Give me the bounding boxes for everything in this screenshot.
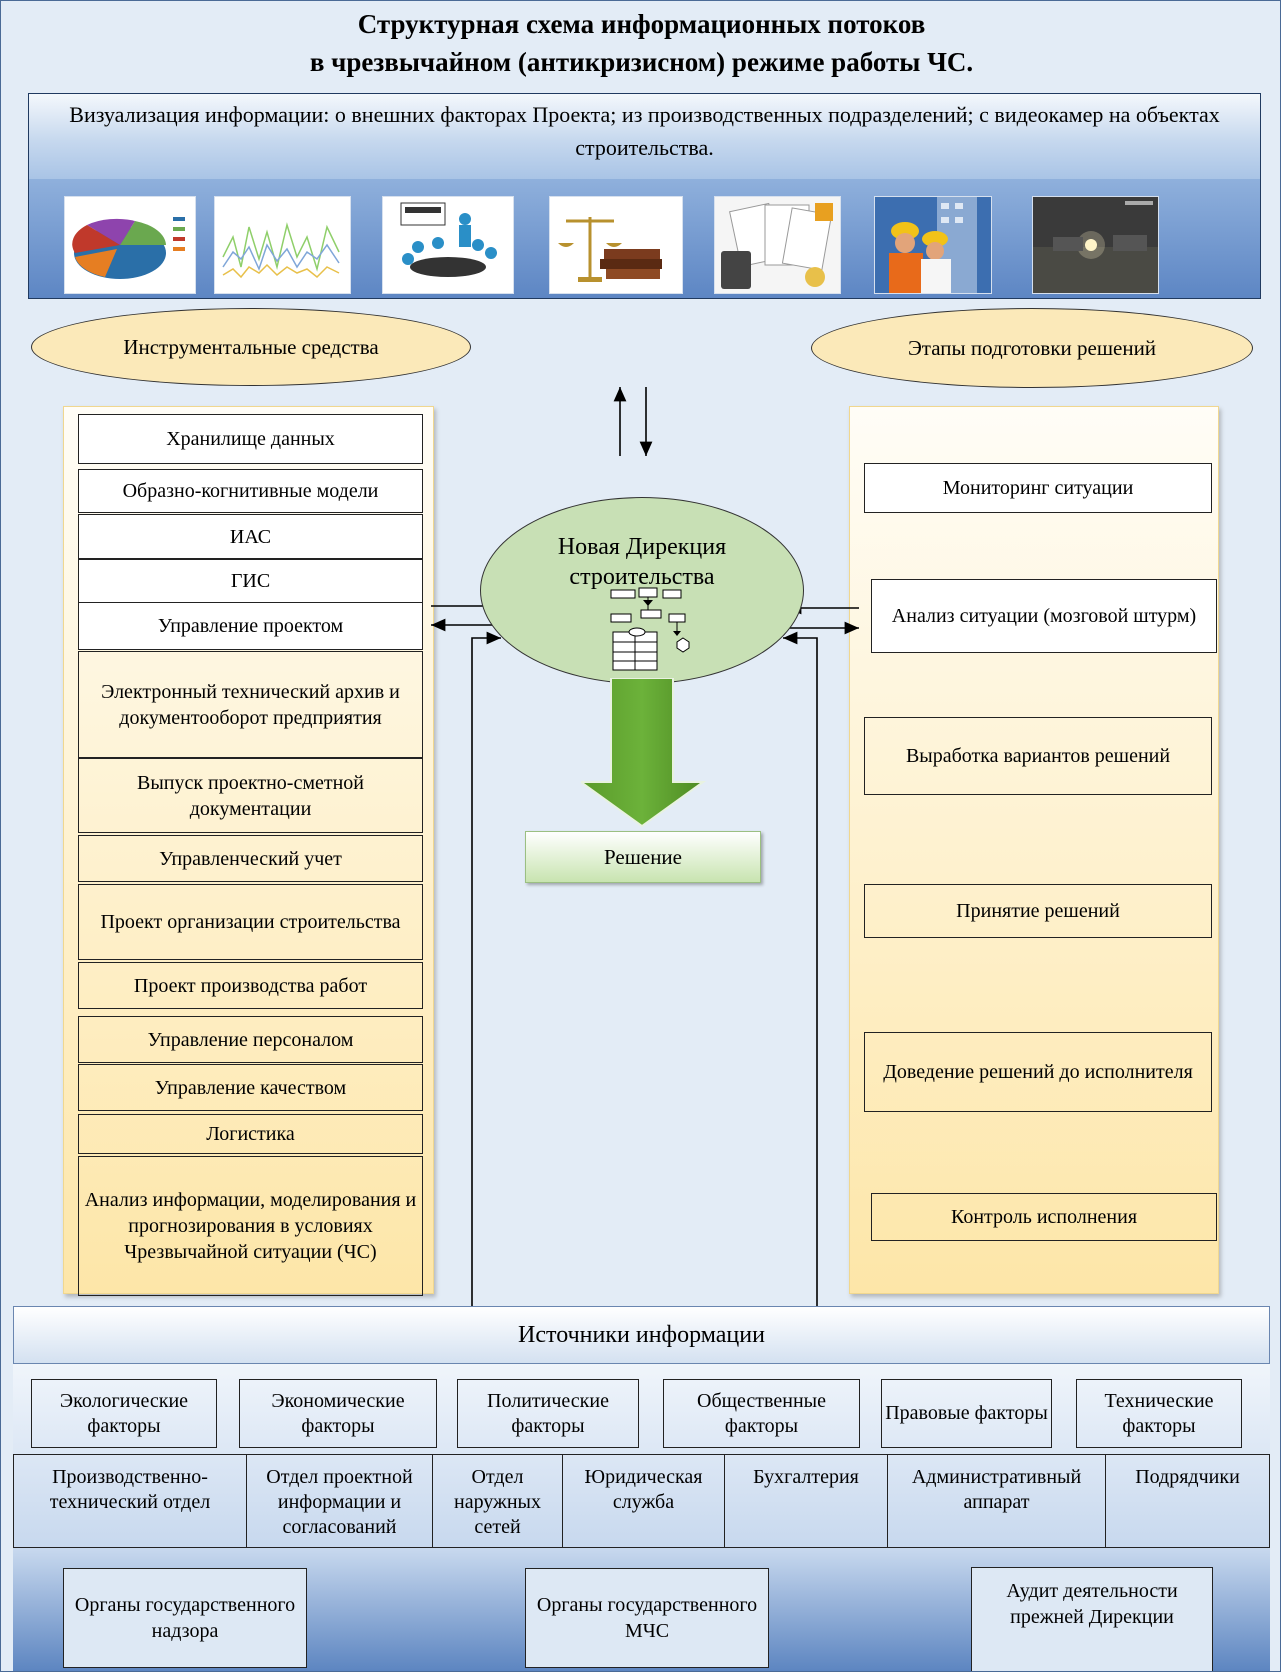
- factor-item: Общественные факторы: [663, 1379, 860, 1448]
- tool-item: Проект организации строительства: [78, 884, 423, 960]
- tools-ellipse: Инструментальные средства: [31, 308, 471, 386]
- documents-image: [714, 196, 841, 294]
- stage-item: Анализ ситуации (мозговой штурм): [871, 579, 1217, 653]
- tool-item: ГИС: [78, 559, 423, 603]
- title-line-1: Структурная схема информационных потоков: [357, 9, 926, 39]
- factor-item: Технические факторы: [1076, 1379, 1242, 1448]
- department-item: Производственно-технический отдел: [13, 1454, 246, 1548]
- strategy-meeting-image: [382, 196, 514, 294]
- pie-chart-image: [64, 196, 196, 294]
- department-item: Административный аппарат: [887, 1454, 1105, 1548]
- tool-item: Образно-когнитивные модели: [78, 469, 423, 513]
- camera-feed-image: [1032, 196, 1159, 294]
- stage-item: Мониторинг ситуации: [864, 463, 1212, 513]
- stage-item: Контроль исполнения: [871, 1193, 1217, 1241]
- stage-item: Доведение решений до исполнителя: [864, 1032, 1212, 1112]
- tool-item: Выпуск проектно-сметной документации: [78, 758, 423, 833]
- stage-item: Принятие решений: [864, 884, 1212, 938]
- builders-image: [874, 196, 992, 294]
- visualization-header: Визуализация информации: о внешних факто…: [28, 93, 1261, 179]
- department-item: Отдел проектной информации и согласовани…: [246, 1454, 432, 1548]
- org-chart-icon: [610, 587, 690, 671]
- tool-item: Управление качеством: [78, 1064, 423, 1111]
- title-line-2: в чрезвычайном (антикризисном) режиме ра…: [309, 47, 974, 77]
- authority-item: Органы государственного надзора: [63, 1568, 307, 1668]
- tool-item: Анализ информации, моделирования и прогн…: [78, 1156, 423, 1296]
- stages-panel: [849, 406, 1219, 1294]
- authority-item: Органы государственного МЧС: [525, 1568, 769, 1668]
- stages-ellipse: Этапы подготовки решений: [811, 308, 1253, 388]
- tool-item: ИАС: [78, 514, 423, 559]
- law-scales-image: [549, 196, 683, 294]
- tool-item: Управление персоналом: [78, 1016, 423, 1063]
- factor-item: Экономические факторы: [239, 1379, 437, 1448]
- department-item: Отдел наружных сетей: [432, 1454, 562, 1548]
- new-directorate-label: Новая Дирекция строительства: [557, 534, 727, 590]
- line-chart-image: [214, 196, 351, 294]
- department-item: Юридическая служба: [562, 1454, 724, 1548]
- factor-item: Правовые факторы: [881, 1379, 1052, 1448]
- factor-item: Экологические факторы: [31, 1379, 217, 1448]
- factor-item: Политические факторы: [457, 1379, 639, 1448]
- department-item: Бухгалтерия: [724, 1454, 887, 1548]
- department-item: Подрядчики: [1105, 1454, 1270, 1548]
- authority-item: Аудит деятельности прежней Дирекции: [971, 1567, 1213, 1671]
- decision-box: Решение: [525, 831, 761, 883]
- tool-item: Управление проектом: [78, 602, 423, 650]
- decision-arrow: [581, 678, 706, 828]
- page-title: Структурная схема информационных потоков…: [1, 5, 1280, 81]
- sources-header: Источники информации: [13, 1306, 1270, 1364]
- tool-item: Управленческий учет: [78, 835, 423, 882]
- tool-item: Проект производства работ: [78, 962, 423, 1009]
- tool-item: Хранилище данных: [78, 414, 423, 464]
- stage-item: Выработка вариантов решений: [864, 717, 1212, 795]
- visualization-images: [28, 179, 1261, 299]
- tool-item: Логистика: [78, 1114, 423, 1154]
- tool-item: Электронный технический архив и документ…: [78, 651, 423, 758]
